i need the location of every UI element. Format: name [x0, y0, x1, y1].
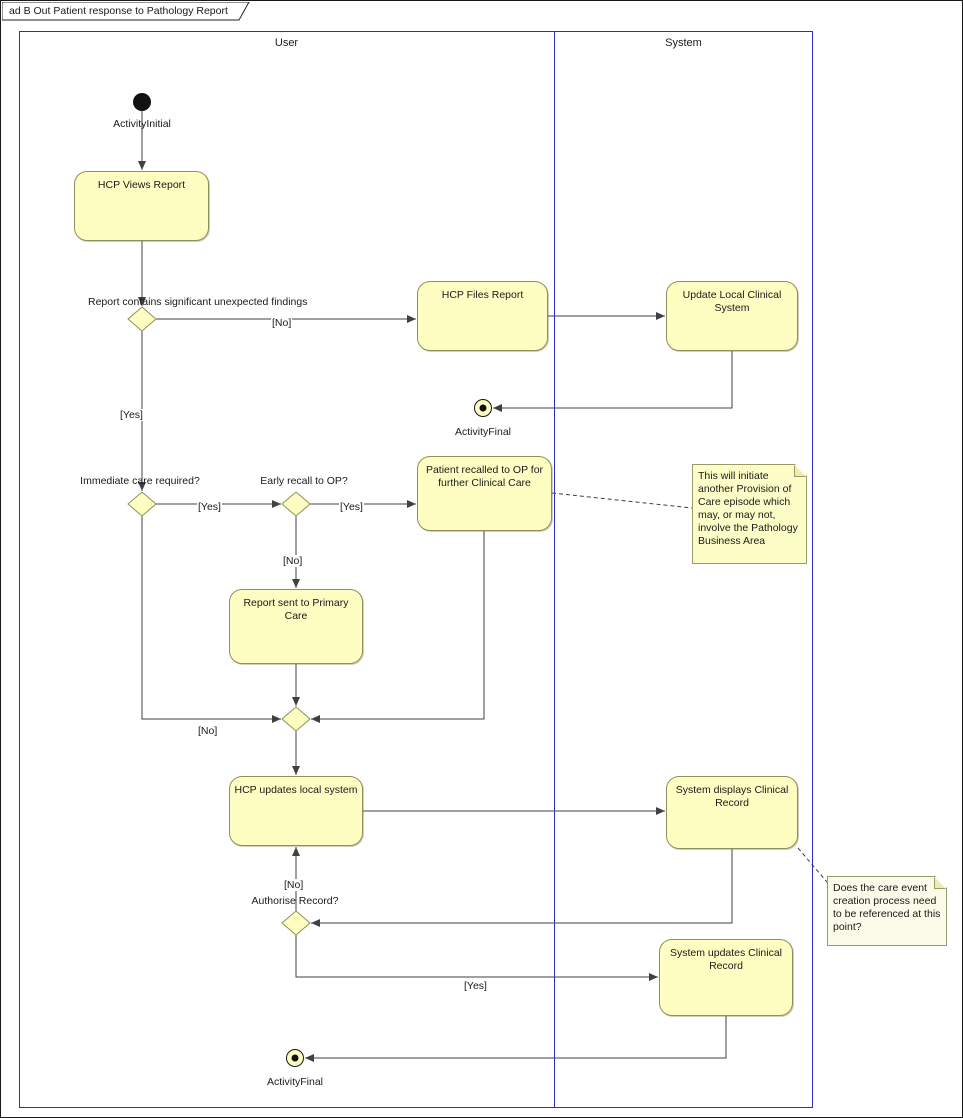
edge-patient-recalled-to-merge [311, 531, 485, 723]
guard-yes-findings: [Yes] [119, 409, 144, 421]
note-care-event-question: Does the care event creation process nee… [827, 876, 947, 946]
activity-system-displays-clinical-record: System displays Clinical Record [666, 776, 798, 849]
guard-yes-immediate-care: [Yes] [197, 501, 222, 513]
swimlane-frame [19, 31, 813, 1108]
edge-update-local-to-activity-final-1 [493, 351, 733, 412]
activity-hcp-updates-local-system: HCP updates local system [229, 776, 363, 846]
activity-patient-recalled-to-op: Patient recalled to OP for further Clini… [417, 456, 552, 531]
final-node-2-label: ActivityFinal [266, 1076, 324, 1088]
decision-label-immediate-care: Immediate care required? [80, 475, 200, 487]
activity-report-sent-primary-care: Report sent to Primary Care [229, 589, 363, 664]
guard-no-early-recall: [No] [282, 555, 304, 567]
decision-authorise-record [281, 910, 311, 936]
edge-immediate-care-no-to-merge [141, 516, 281, 723]
frame-tab-polygon [2, 2, 250, 21]
initial-node-label: ActivityInitial [113, 118, 171, 130]
edge-system-displays-to-authorise-decision [311, 849, 733, 927]
decision-early-recall [281, 491, 311, 517]
activity-system-updates-clinical-record: System updates Clinical Record [659, 939, 793, 1016]
activity-hcp-views-report: HCP Views Report [74, 171, 209, 241]
activity-update-local-clinical-system: Update Local Clinical System [666, 281, 798, 351]
initial-node [133, 93, 151, 111]
guard-yes-early-recall: [Yes] [339, 501, 364, 513]
lane-header-system: System [665, 37, 702, 49]
edge-authorise-yes-to-system-updates-record [295, 935, 658, 981]
guard-yes-authorise: [Yes] [463, 980, 488, 992]
edge-system-updates-to-activity-final-2 [305, 1016, 727, 1062]
note-text: This will initiate another Provision of … [698, 470, 798, 548]
lane-divider [554, 31, 555, 1108]
note-provision-of-care: This will initiate another Provision of … [692, 464, 807, 564]
final-node-1 [474, 399, 492, 417]
guard-no-authorise: [No] [283, 879, 305, 891]
guard-no-findings: [No] [271, 317, 293, 329]
frame-title: ad B Out Patient response to Pathology R… [9, 5, 228, 17]
note-text: Does the care event creation process nee… [833, 882, 941, 934]
decision-immediate-care [127, 491, 157, 517]
decision-label-early-recall: Early recall to OP? [260, 475, 348, 487]
decision-label-authorise-record: Authorise Record? [251, 895, 339, 907]
merge-node [281, 706, 311, 732]
lane-header-user: User [274, 37, 299, 49]
decision-significant-findings [127, 306, 157, 332]
dashed-link-patient-recalled-to-note [551, 492, 693, 509]
final-node-1-label: ActivityFinal [454, 426, 512, 438]
guard-no-immediate-care: [No] [197, 725, 219, 737]
frame-tab-shape [2, 2, 250, 21]
activity-hcp-files-report: HCP Files Report [417, 281, 548, 351]
dashed-link-system-displays-to-note [797, 847, 828, 883]
final-node-2 [286, 1049, 304, 1067]
decision-label-significant-findings: Report contains significant unexpected f… [88, 296, 308, 308]
